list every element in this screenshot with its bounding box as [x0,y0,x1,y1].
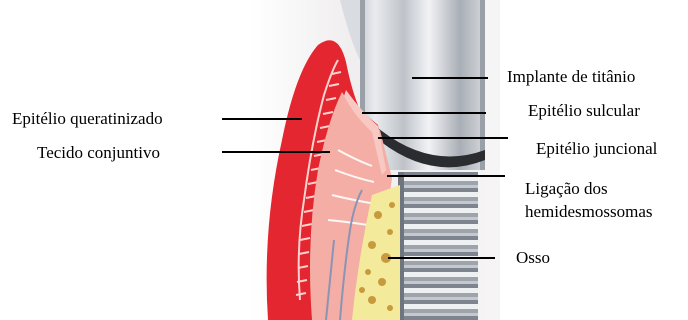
label-connective-tissue: Tecido conjuntivo [37,143,160,163]
label-sulcular-epithelium: Epitélio sulcular [528,101,640,121]
leader-sulcular [362,112,486,114]
leader-bone [388,257,495,259]
leader-implant [412,77,488,79]
label-junctional-epithelium: Epitélio juncional [536,139,657,159]
leader-hemidesmosome [387,175,505,177]
label-hemidesmosome-line2: hemidesmossomas [525,202,653,222]
implant-threads [398,172,478,320]
label-implant: Implante de titânio [507,67,635,87]
label-hemidesmosome-line1: Ligação dos [525,179,608,199]
label-bone: Osso [516,248,550,268]
leader-junctional [378,137,508,139]
leader-keratinized [222,118,302,120]
label-keratinized-epithelium: Epitélio queratinizado [12,109,163,129]
leader-connective [222,151,330,153]
